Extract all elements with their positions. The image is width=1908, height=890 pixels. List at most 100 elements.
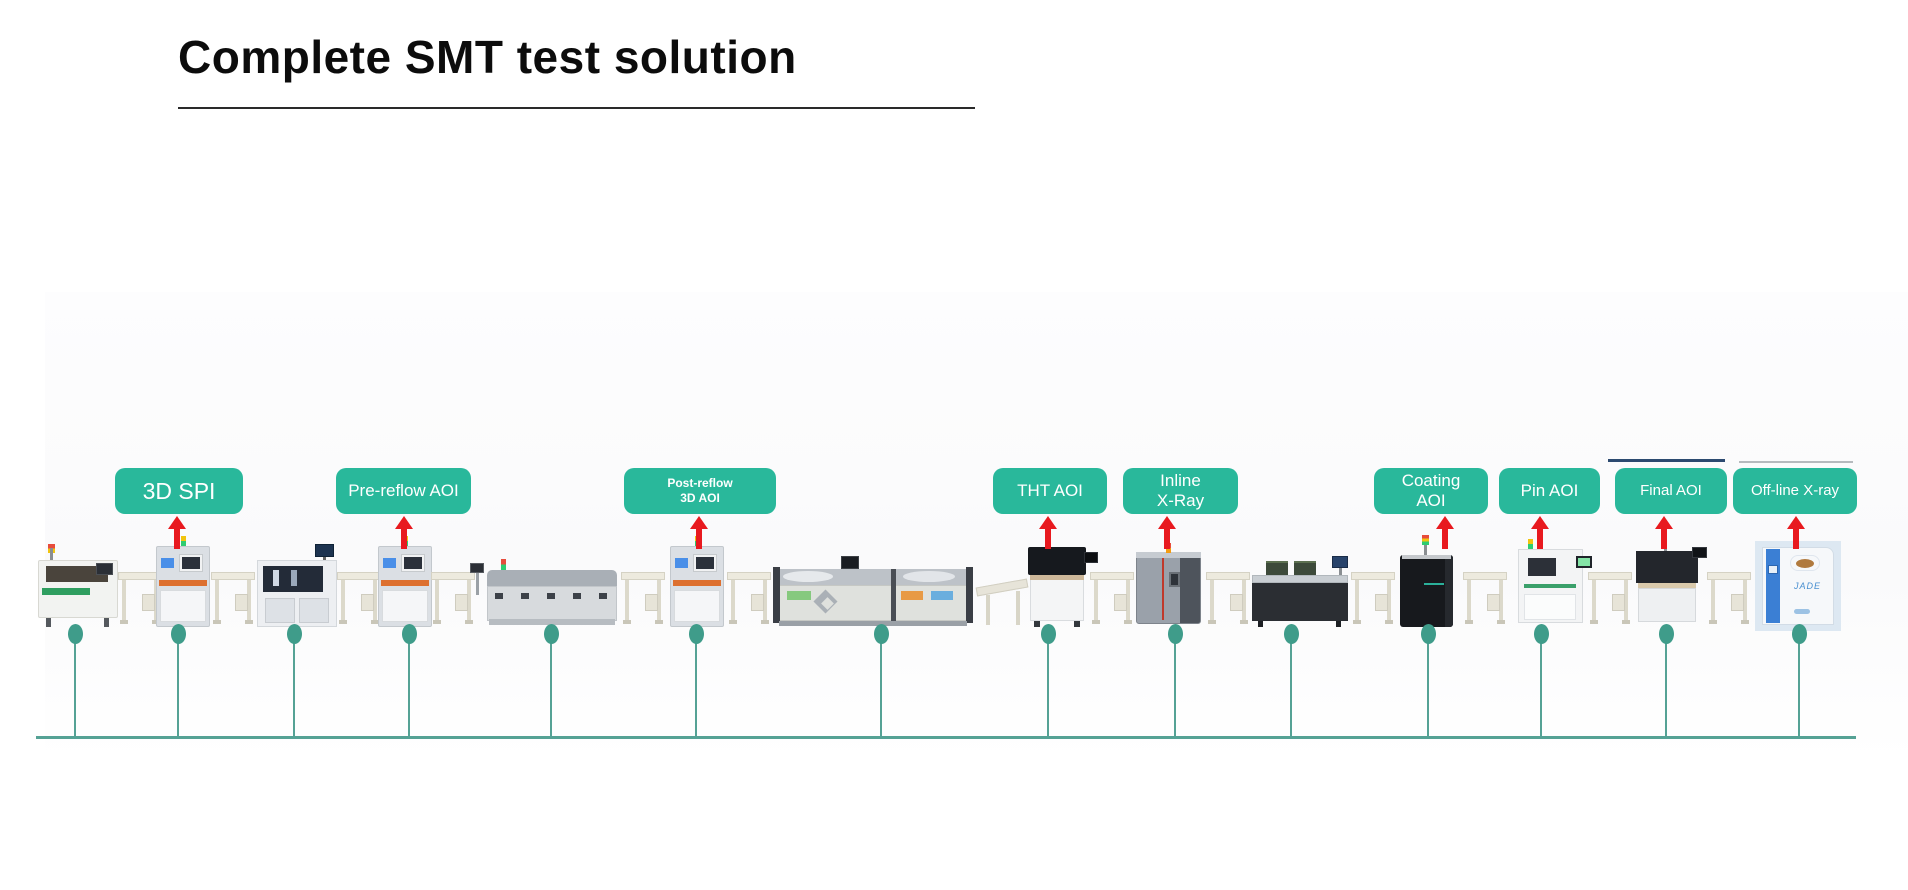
- conveyor-foot: [761, 620, 769, 624]
- conveyor-panel: [751, 594, 764, 611]
- label-text: Coating: [1401, 471, 1461, 490]
- conveyor-leg: [373, 580, 377, 620]
- conveyor-deck: [727, 572, 771, 580]
- arrow-head: [1436, 516, 1454, 529]
- conveyor-leg: [986, 595, 990, 625]
- conveyor-leg: [731, 580, 735, 620]
- incline-ramp: [975, 578, 1029, 597]
- conveyor-leg: [1499, 580, 1503, 620]
- conveyor-deck: [1206, 572, 1250, 580]
- conveyor-deck: [431, 572, 475, 580]
- machine-cap: [1402, 555, 1451, 559]
- conveyor-panel: [235, 594, 248, 611]
- machine-incline: [975, 575, 1029, 627]
- background-panel: [45, 292, 1908, 760]
- conveyor-foot: [1208, 620, 1216, 624]
- arrow-up-icon: [168, 516, 186, 550]
- conveyor-leg: [1355, 580, 1359, 620]
- machine-conveyor: [1463, 572, 1507, 627]
- pcb-fixture: [1266, 561, 1288, 575]
- label-text: Post-reflow: [667, 476, 733, 490]
- arrow-shaft: [1045, 528, 1051, 549]
- placement-head: [273, 570, 279, 586]
- machine-pick-place: [257, 544, 337, 627]
- page-title: Complete SMT test solution: [178, 31, 797, 83]
- machine-body: [1030, 575, 1084, 621]
- conveyor-leg: [1467, 580, 1471, 620]
- arrow-up-icon: [1158, 516, 1176, 550]
- placement-head: [291, 570, 297, 586]
- machine-body: [1400, 555, 1453, 627]
- machine-body: [1638, 588, 1696, 622]
- hood-highlight: [903, 571, 955, 582]
- signal-pole: [50, 548, 53, 560]
- machine-leg: [104, 618, 109, 627]
- machine-foot: [1074, 621, 1080, 627]
- timeline-stem: [1290, 642, 1292, 736]
- machine-monitor: [1084, 552, 1098, 563]
- brand-logo: [1794, 609, 1810, 614]
- accent-stripe: [1638, 583, 1696, 588]
- timeline-stem: [1665, 642, 1667, 736]
- label-text: Pre-reflow AOI: [348, 481, 459, 500]
- machine-conveyor: [337, 572, 381, 627]
- arrow-head: [1787, 516, 1805, 529]
- oven-hood: [487, 570, 617, 586]
- machine-foot: [1034, 621, 1040, 627]
- timeline-dot: [1041, 624, 1056, 644]
- green-badge: [787, 591, 811, 600]
- conveyor-deck: [1090, 572, 1134, 580]
- signal-light-icon: [181, 536, 186, 546]
- title-underline: [178, 107, 975, 109]
- sample-object: [1796, 559, 1814, 568]
- arrow-head: [1158, 516, 1176, 529]
- machine-screen: [161, 558, 174, 568]
- machine-base: [779, 621, 967, 626]
- timeline-dot: [1534, 624, 1549, 644]
- arrow-shaft: [1164, 528, 1170, 549]
- hood-highlight: [783, 571, 833, 582]
- monitor-screen: [182, 557, 200, 569]
- control-column: [1766, 549, 1780, 623]
- machine-aoi-cabinet: [670, 536, 724, 627]
- arrow-up-icon: [1436, 516, 1454, 550]
- arrow-head: [395, 516, 413, 529]
- conveyor-foot: [245, 620, 253, 624]
- machine-conveyor: [1090, 572, 1134, 627]
- conveyor-panel: [1230, 594, 1243, 611]
- monitor-arm: [323, 557, 326, 562]
- accent-stripe: [1524, 584, 1576, 588]
- timeline-dot: [1792, 624, 1807, 644]
- brand-mark: [1424, 583, 1444, 585]
- timeline-dot: [1659, 624, 1674, 644]
- blue-badge: [931, 591, 953, 600]
- conveyor-foot: [1497, 620, 1505, 624]
- pcb-fixture: [1294, 561, 1316, 575]
- conveyor-leg: [1126, 580, 1130, 620]
- arrow-shaft: [1442, 528, 1448, 549]
- conveyor-leg: [1210, 580, 1214, 620]
- arrow-head: [1655, 516, 1673, 529]
- conveyor-panel: [455, 594, 468, 611]
- machine-coating: [1252, 556, 1348, 627]
- label-text: THT AOI: [1017, 481, 1083, 500]
- camera-head: [1028, 547, 1086, 575]
- conveyor-foot: [465, 620, 473, 624]
- arrow-shaft: [1537, 528, 1543, 549]
- label-text: AOI: [1416, 491, 1446, 510]
- conveyor-foot: [371, 620, 379, 624]
- conveyor-foot: [1709, 620, 1717, 624]
- conveyor-foot: [1465, 620, 1473, 624]
- machine-cap: [1136, 552, 1201, 558]
- label-text: Pin AOI: [1520, 481, 1579, 500]
- machine-door: [1524, 594, 1576, 620]
- timeline-stem: [293, 642, 295, 736]
- machine-pillar: [773, 567, 780, 623]
- signal-pole: [1424, 539, 1427, 555]
- machine-leg: [1336, 621, 1341, 627]
- accent-stripe: [1030, 575, 1084, 580]
- conveyor-deck: [211, 572, 255, 580]
- machine-aoi-cabinet: [156, 536, 210, 627]
